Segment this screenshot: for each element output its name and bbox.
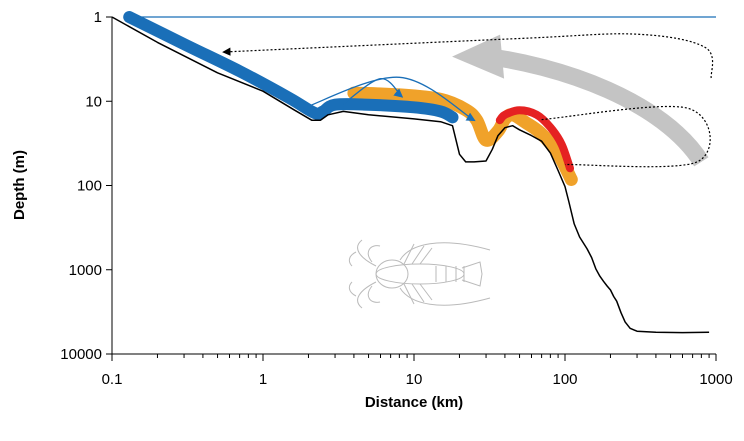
x-tick-label: 100 [552,371,577,388]
blue-arrow-long [303,76,476,122]
x-tick-label: 10 [406,371,423,388]
y-tick-label: 1000 [69,262,102,279]
series-orange-band [347,86,578,186]
x-tick-label: 1 [259,371,267,388]
y-tick-label: 10 [85,93,102,110]
series-seabed-line [111,16,710,334]
x-tick-label: 0.1 [102,371,123,388]
y-tick-label: 1 [94,9,102,26]
blue-arrow-short [342,78,404,105]
dotted-arrow-return [222,33,714,79]
grey-migration-arrow [473,46,709,167]
grey-arrow-head [452,34,505,79]
x-axis-title: Distance (km) [365,394,463,411]
x-tick-label: 1000 [699,371,732,388]
y-tick-label: 10000 [60,346,102,363]
y-axis-title: Depth (m) [11,150,28,220]
lobster-sketch-icon [348,239,491,309]
series-red-band [495,106,574,173]
y-tick-label: 100 [77,178,102,195]
series-blue-band [123,11,459,124]
